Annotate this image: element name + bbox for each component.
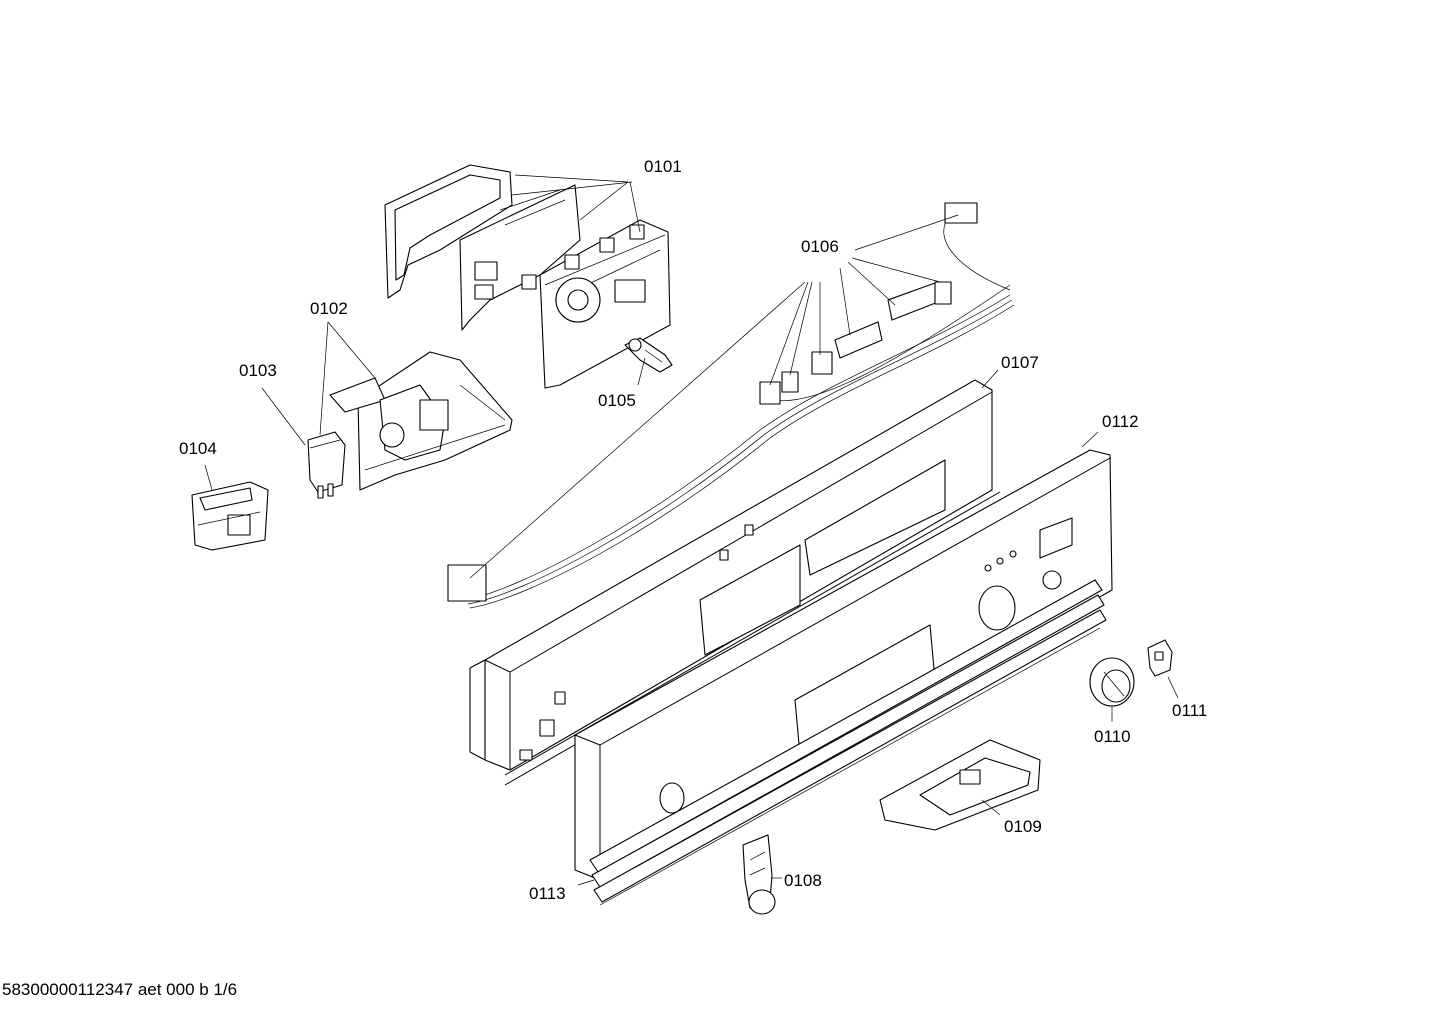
leader-lines: [204, 174, 1179, 886]
label-0106: 0106: [801, 237, 839, 256]
label-0110: 0110: [1094, 727, 1131, 746]
label-0102: 0102: [310, 299, 348, 318]
label-0108: 0108: [784, 871, 822, 890]
label-0107: 0107: [1001, 353, 1039, 372]
part-0105-sensor: [624, 337, 673, 373]
label-0111: 0111: [1172, 701, 1207, 720]
part-0103-relay: [307, 431, 346, 499]
part-0106-wiring-harness: [447, 202, 1015, 609]
document-reference: 58300000112347 aet 000 b 1/6: [2, 980, 238, 999]
label-0101: 0101: [644, 157, 682, 176]
part-labels: 0101 0102 0103 0104 0105 0106 0107 0108 …: [179, 157, 1207, 903]
part-0101-control-module: [384, 164, 671, 389]
label-0104: 0104: [179, 439, 217, 458]
label-0112: 0112: [1102, 412, 1139, 431]
part-0112-fascia-panel: [574, 449, 1113, 881]
part-0108-latch: [742, 834, 776, 915]
part-0104-switch: [191, 481, 269, 551]
part-0110-knob: [1089, 657, 1135, 707]
part-0102-holder-assembly: [329, 351, 513, 491]
part-0109-handle: [879, 739, 1041, 831]
part-0113-trim-strips: [589, 579, 1107, 906]
part-0111-bracket: [1147, 639, 1173, 677]
label-0103: 0103: [239, 361, 277, 380]
label-0113: 0113: [529, 884, 566, 903]
label-0109: 0109: [1004, 817, 1042, 836]
label-0105: 0105: [598, 391, 636, 410]
